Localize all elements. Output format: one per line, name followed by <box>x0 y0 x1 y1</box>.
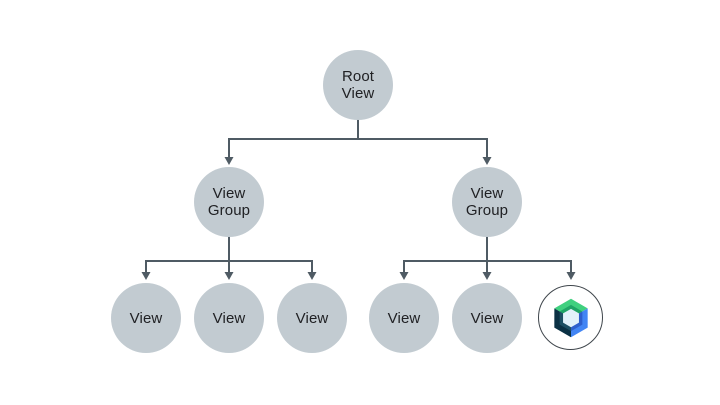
node-label: View <box>387 309 421 327</box>
arrowhead <box>566 272 576 280</box>
connector-level1-rail <box>228 138 488 158</box>
node-label: Root <box>341 68 375 85</box>
node-label: View <box>212 185 246 202</box>
arrowhead <box>307 272 317 280</box>
node-label: View <box>341 85 375 102</box>
arrowhead <box>224 272 234 280</box>
node-view-4: View <box>369 283 439 353</box>
node-view-1: View <box>111 283 181 353</box>
node-label: Group <box>207 202 251 219</box>
arrowhead <box>482 157 492 165</box>
node-view-3: View <box>277 283 347 353</box>
arrowhead <box>399 272 409 280</box>
node-label: View <box>129 309 163 327</box>
jetpack-compose-logo-icon <box>553 298 588 337</box>
node-label: View <box>212 309 246 327</box>
node-view-2: View <box>194 283 264 353</box>
node-label: View <box>295 309 329 327</box>
node-label: View <box>470 185 504 202</box>
node-label: Group <box>465 202 509 219</box>
arrowhead <box>141 272 151 280</box>
node-compose <box>538 285 603 350</box>
node-root-view: Root View <box>323 50 393 120</box>
arrowhead <box>224 157 234 165</box>
node-label: View <box>470 309 504 327</box>
arrowhead <box>482 272 492 280</box>
node-view-5: View <box>452 283 522 353</box>
node-viewgroup-left: View Group <box>194 167 264 237</box>
node-viewgroup-right: View Group <box>452 167 522 237</box>
